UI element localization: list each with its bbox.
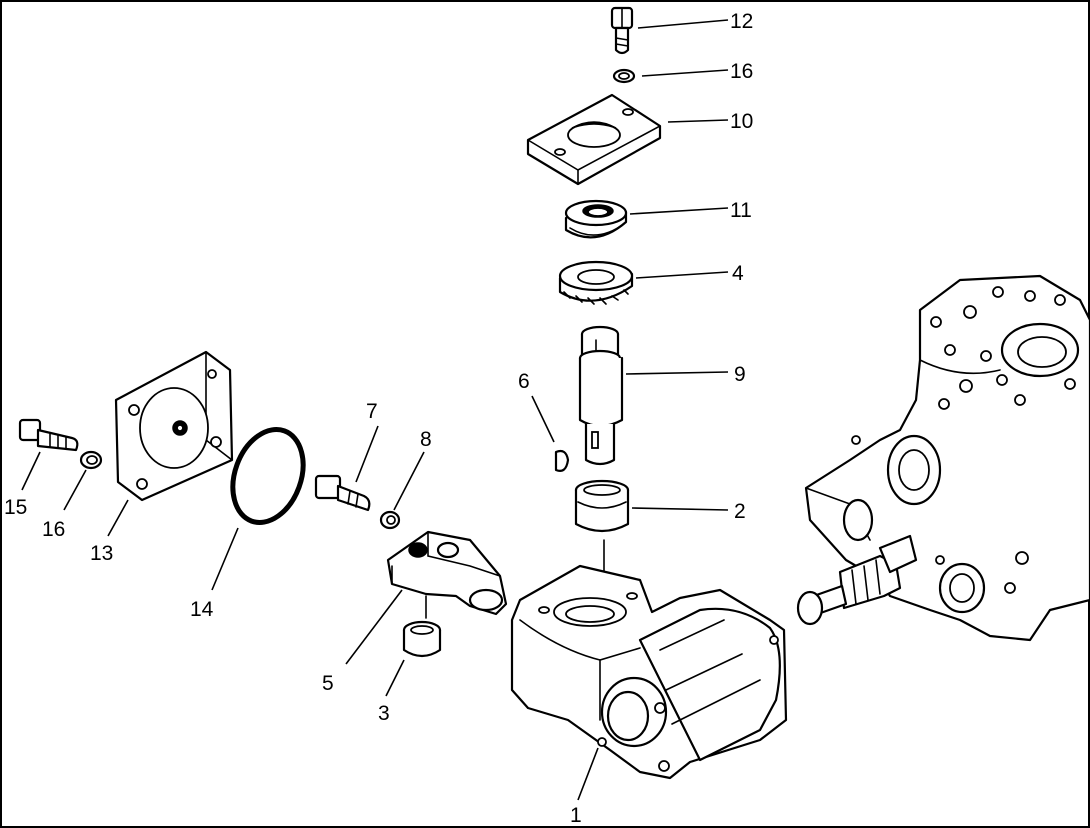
part-6-key — [554, 449, 570, 472]
callout-4: 4 — [732, 262, 744, 285]
part-8-washer — [379, 510, 401, 530]
callout-1: 1 — [570, 804, 582, 827]
callout-16-left: 16 — [42, 518, 65, 541]
callout-5: 5 — [322, 672, 334, 695]
part-4-thrust-washer — [558, 260, 634, 305]
part-12-bolt — [610, 6, 634, 55]
part-16-washer-left — [79, 450, 103, 470]
callout-10: 10 — [730, 110, 753, 133]
callout-8: 8 — [420, 428, 432, 451]
callout-11: 11 — [730, 199, 752, 222]
part-5-lever — [386, 530, 508, 616]
callout-3: 3 — [378, 702, 390, 725]
leader-lines — [21, 19, 729, 801]
part-13-cover — [114, 350, 234, 502]
part-7-bolt — [314, 474, 371, 512]
part-14-o-ring — [230, 427, 306, 525]
part-2-bushing — [574, 479, 630, 533]
part-10-plate — [526, 93, 662, 186]
callout-7: 7 — [366, 400, 378, 423]
part-15-bolt — [18, 418, 79, 452]
part-3-bushing — [402, 620, 442, 658]
part-16-washer-top — [612, 68, 636, 84]
callout-12: 12 — [730, 10, 753, 33]
callout-9: 9 — [734, 363, 746, 386]
callout-15: 15 — [4, 496, 27, 519]
callout-14: 14 — [190, 598, 214, 621]
callout-6: 6 — [518, 370, 530, 393]
callout-labels: 12 16 10 11 4 9 2 6 7 8 5 3 1 15 16 13 1… — [4, 10, 753, 827]
part-9-shaft — [578, 325, 624, 466]
valve-body-assembly — [796, 274, 1090, 642]
callout-2: 2 — [734, 500, 746, 523]
callout-16-top: 16 — [730, 60, 753, 83]
callout-13: 13 — [90, 542, 113, 565]
part-11-seal — [564, 199, 628, 239]
part-1-housing — [510, 564, 788, 780]
